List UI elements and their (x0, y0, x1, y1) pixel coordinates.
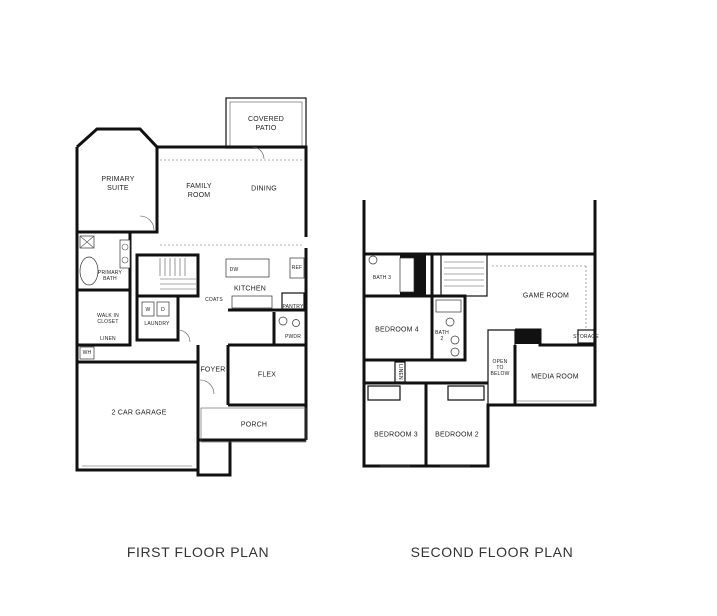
washer (141, 301, 155, 317)
dryer-label: D (161, 307, 165, 313)
bedroom-3-label: BEDROOM 3 (374, 431, 418, 439)
game-room-label: GAME ROOM (522, 292, 570, 300)
patio-door-swing (251, 146, 265, 160)
pwdr-label: PWDR (284, 334, 302, 340)
powder-walls (228, 312, 306, 347)
water-heater (79, 346, 95, 360)
bathtub-fixture (79, 256, 99, 286)
bedroom-4-label: BEDROOM 4 (375, 326, 419, 334)
primary-bath-walls (77, 232, 132, 347)
coats-label: COATS (205, 297, 223, 303)
stair-block (135, 253, 200, 298)
wh-label: WH (82, 350, 92, 356)
flex-label: FLEX (257, 371, 277, 379)
bath-2-tub (435, 299, 462, 313)
refrigerator (289, 257, 305, 279)
primary-bath-label: PRIMARY BATH (97, 270, 123, 282)
dw-label: DW (229, 267, 239, 273)
second-floor-title: SECOND FLOOR PLAN (410, 544, 574, 560)
storage-closet (577, 329, 595, 344)
sink (292, 319, 300, 327)
bedroom-4-walls (364, 294, 467, 362)
porch-outline (200, 407, 307, 443)
upper-stair (440, 253, 488, 297)
bedroom-2-closet (447, 385, 485, 401)
first-floor-plan (75, 97, 308, 477)
covered-patio-label: COVERED PATIO (247, 116, 285, 132)
foyer-label: FOYER (200, 366, 226, 374)
entry-door-swing (199, 379, 215, 395)
kitchen-island (225, 258, 270, 278)
second-floor-plan (362, 200, 597, 468)
bath-2-label: BATH 2 (435, 330, 449, 342)
porch-label: PORCH (240, 421, 268, 429)
walk-in-closet-label: WALK IN CLOSET (97, 313, 119, 325)
bedrooms-2-3-walls (364, 381, 488, 466)
garage-label: 2 CAR GARAGE (111, 409, 167, 417)
kitchen-counter (231, 295, 273, 309)
linen-label: LINEN (100, 336, 116, 342)
flex-walls (196, 345, 306, 407)
bath-3-label: BATH 3 (372, 275, 392, 281)
storage-label: STORAGE (573, 334, 599, 340)
media-chase-block (515, 330, 539, 344)
upper-linen-label: LINEN (397, 364, 403, 380)
washer-label: W (145, 307, 151, 313)
first-floor-title: FIRST FLOOR PLAN (126, 544, 270, 560)
porch-walls (196, 440, 232, 477)
toilet (278, 316, 288, 326)
suite-door-swing (139, 215, 155, 231)
stair-treads (159, 258, 196, 290)
dining-label: DINING (251, 185, 277, 193)
bedroom-2-label: BEDROOM 2 (435, 431, 479, 439)
laundry-walls (135, 296, 180, 342)
bath-3-tub (399, 257, 415, 293)
dryer (156, 301, 170, 317)
laundry-label: LAUNDRY (144, 321, 170, 327)
upper-stair-treads (444, 261, 484, 287)
laundry-door-swing (177, 329, 191, 343)
media-room-label: MEDIA ROOM (531, 373, 579, 381)
open-to-below-label: OPEN TO BELOW (490, 359, 510, 377)
kitchen-label: KITCHEN (233, 285, 267, 293)
pantry-walls (281, 292, 305, 310)
pantry-label: PANTRY (282, 304, 304, 310)
vanity-fixture (119, 239, 131, 269)
second-floor-exterior-wall (362, 200, 597, 468)
ref-label: REF (291, 265, 303, 271)
primary-suite-label: PRIMARY SUITE (101, 176, 135, 192)
bedroom-3-closet (367, 385, 401, 401)
family-room-label: FAMILY ROOM (186, 183, 212, 199)
